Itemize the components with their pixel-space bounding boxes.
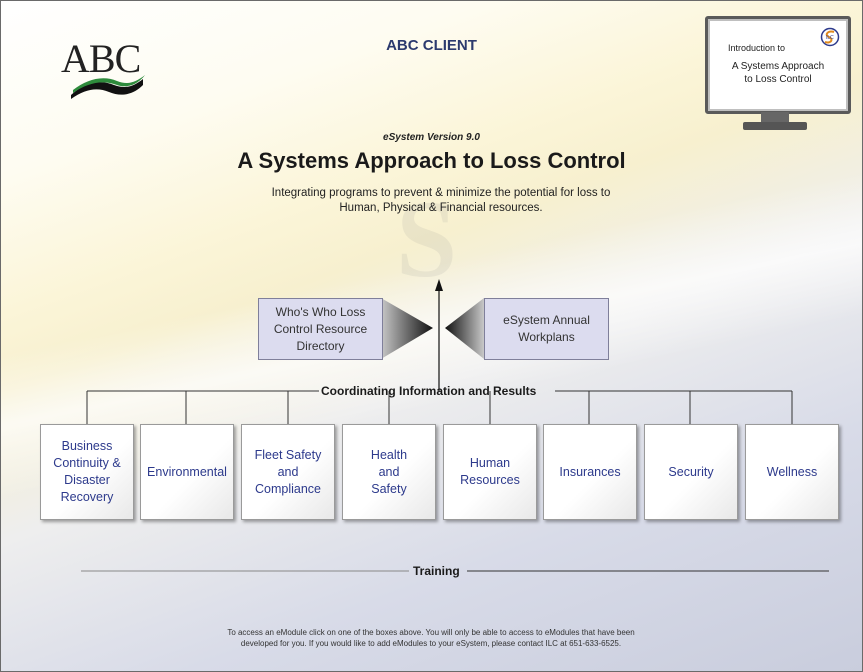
module-fleet-safety[interactable]: Fleet Safety and Compliance: [241, 424, 335, 520]
module-label-line: and: [277, 464, 299, 479]
workplans-label: eSystem Annual Workplans: [503, 312, 590, 346]
monitor-title: A Systems Approach to Loss Control: [708, 60, 848, 86]
monitor-intro-text: Introduction to: [728, 43, 786, 53]
subtitle-line1: Integrating programs to prevent & minimi…: [271, 187, 611, 199]
module-label-line: Business: [61, 439, 113, 453]
page-title: A Systems Approach to Loss Control: [237, 148, 626, 173]
module-label: Fleet Safety and Compliance: [255, 447, 322, 498]
up-arrow-icon: [435, 279, 443, 291]
module-label: Business Continuity & Disaster Recovery: [53, 438, 120, 506]
whos-who-line3: Directory: [296, 338, 345, 353]
module-label-line: Compliance: [254, 481, 321, 496]
module-human-resources[interactable]: Human Resources: [443, 424, 537, 520]
module-label-line: Insurances: [559, 464, 621, 479]
module-label-line: and: [378, 464, 400, 479]
module-label-line: Safety: [371, 481, 407, 496]
monitor-title-line1: A Systems Approach: [731, 61, 825, 72]
module-label-line: Health: [370, 447, 408, 462]
module-label: Insurances: [559, 464, 620, 481]
module-label-line: Resources: [460, 473, 520, 487]
module-environmental[interactable]: Environmental: [140, 424, 234, 520]
module-label-line: Security: [668, 464, 714, 479]
workplans-line1: eSystem Annual: [503, 313, 590, 327]
workplans-line2: Workplans: [518, 330, 575, 344]
left-funnel-icon: [381, 298, 433, 359]
whos-who-line1: Who's Who Loss: [275, 304, 366, 319]
module-label: Health and Safety: [371, 447, 407, 498]
module-label-line: Environmental: [147, 464, 227, 479]
module-wellness[interactable]: Wellness: [745, 424, 839, 520]
module-label-line: Disaster: [64, 473, 110, 487]
module-label-line: Wellness: [766, 464, 818, 479]
coordinating-label: Coordinating Information and Results: [321, 384, 537, 398]
right-funnel-icon: [445, 298, 484, 359]
page-subtitle: Integrating programs to prevent & minimi…: [231, 186, 651, 216]
module-label: Wellness: [767, 464, 817, 481]
footer-instructions: To access an eModule click on one of the…: [121, 627, 741, 649]
whos-who-line2: Control Resource: [273, 321, 368, 336]
monitor-stand: [761, 112, 789, 122]
module-label: Human Resources: [460, 455, 520, 489]
abc-logo: ABC: [59, 35, 149, 105]
logo-text: ABC: [61, 36, 141, 81]
module-insurances[interactable]: Insurances: [543, 424, 637, 520]
logo-swoosh-icon: [71, 75, 145, 99]
whos-who-label: Who's Who Loss Control Resource Director…: [274, 304, 367, 355]
module-security[interactable]: Security: [644, 424, 738, 520]
footer-line2: developed for you. If you would like to …: [240, 639, 622, 648]
monitor-title-line2: to Loss Control: [744, 74, 812, 85]
background-s-watermark: S: [396, 178, 458, 300]
badge-text: ILC: [826, 35, 834, 41]
module-health-safety[interactable]: Health and Safety: [342, 424, 436, 520]
ilc-badge-icon: ILC: [820, 27, 840, 47]
monitor-base: [743, 122, 807, 130]
footer-line1: To access an eModule click on one of the…: [227, 628, 635, 637]
whos-who-directory-button[interactable]: Who's Who Loss Control Resource Director…: [258, 298, 383, 360]
module-label: Security: [668, 464, 713, 481]
training-label: Training: [413, 564, 460, 578]
module-label-line: Continuity &: [53, 456, 121, 470]
esystem-version: eSystem Version 9.0: [383, 132, 480, 143]
annual-workplans-button[interactable]: eSystem Annual Workplans: [484, 298, 609, 360]
module-label-line: Human: [469, 456, 511, 470]
module-business-continuity[interactable]: Business Continuity & Disaster Recovery: [40, 424, 134, 520]
module-label: Environmental: [147, 464, 227, 481]
intro-monitor[interactable]: Introduction to ILC A Systems Approach t…: [705, 16, 851, 140]
client-name: ABC CLIENT: [386, 37, 477, 54]
subtitle-line2: Human, Physical & Financial resources.: [339, 202, 543, 214]
module-label-line: Fleet Safety: [254, 447, 322, 462]
module-label-line: Recovery: [60, 490, 114, 504]
